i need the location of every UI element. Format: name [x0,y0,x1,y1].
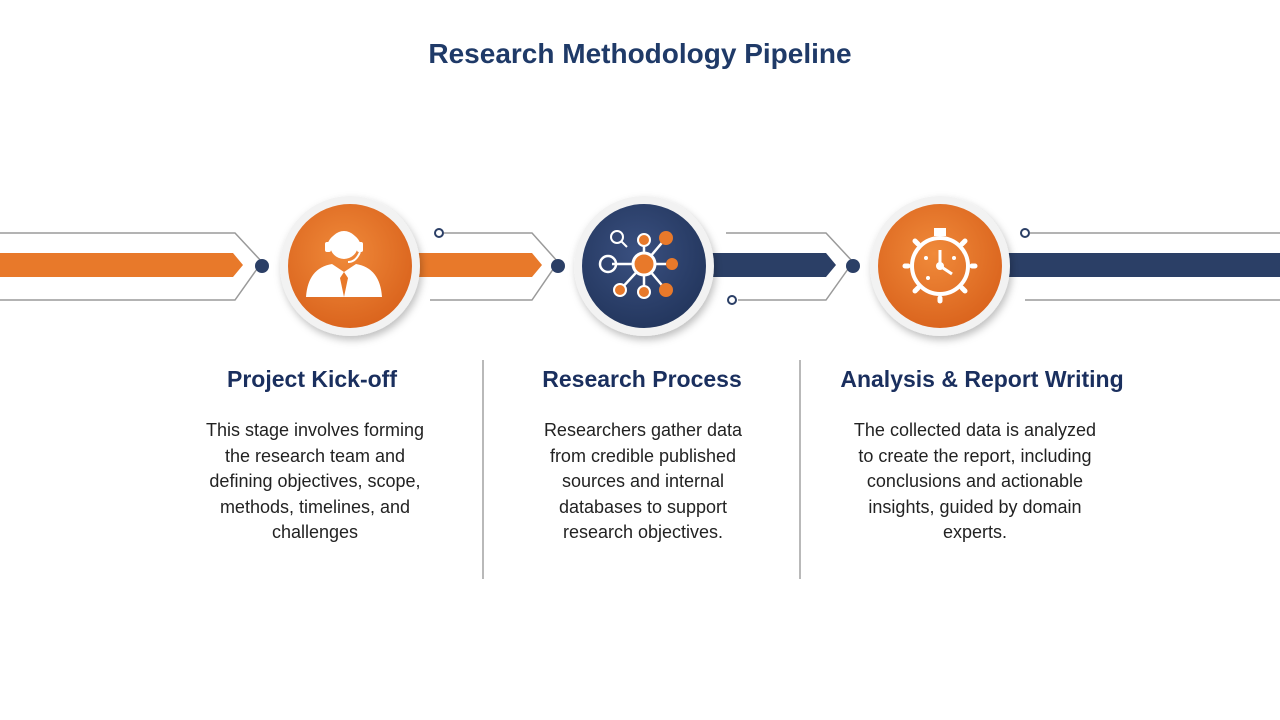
connector-arrow-1 [0,232,269,301]
stage-3-title: Analysis & Report Writing [840,366,1124,392]
stage-2-circle [574,196,714,336]
connector-arrow-2 [414,228,565,301]
stage-1-description: This stage involves forming the research… [205,420,425,542]
stage-2-description: Researchers gather data from credible pu… [543,420,743,542]
divider-2 [799,360,801,579]
connector-arrow-3 [708,232,860,305]
stage-3-description: The collected data is analyzed to create… [853,420,1097,542]
stage-3-circle [870,196,1010,336]
pipeline-graphic [0,196,1280,336]
connector-arrow-4 [1005,228,1280,301]
divider-1 [482,360,484,579]
person-headset-icon [306,231,382,297]
page-title: Research Methodology Pipeline [428,38,852,69]
stage-1-title: Project Kick-off [227,366,397,392]
stage-2-title: Research Process [542,366,742,392]
gear-clock-icon [902,228,978,304]
data-network-icon [598,230,678,299]
stage-1-circle [280,196,420,336]
